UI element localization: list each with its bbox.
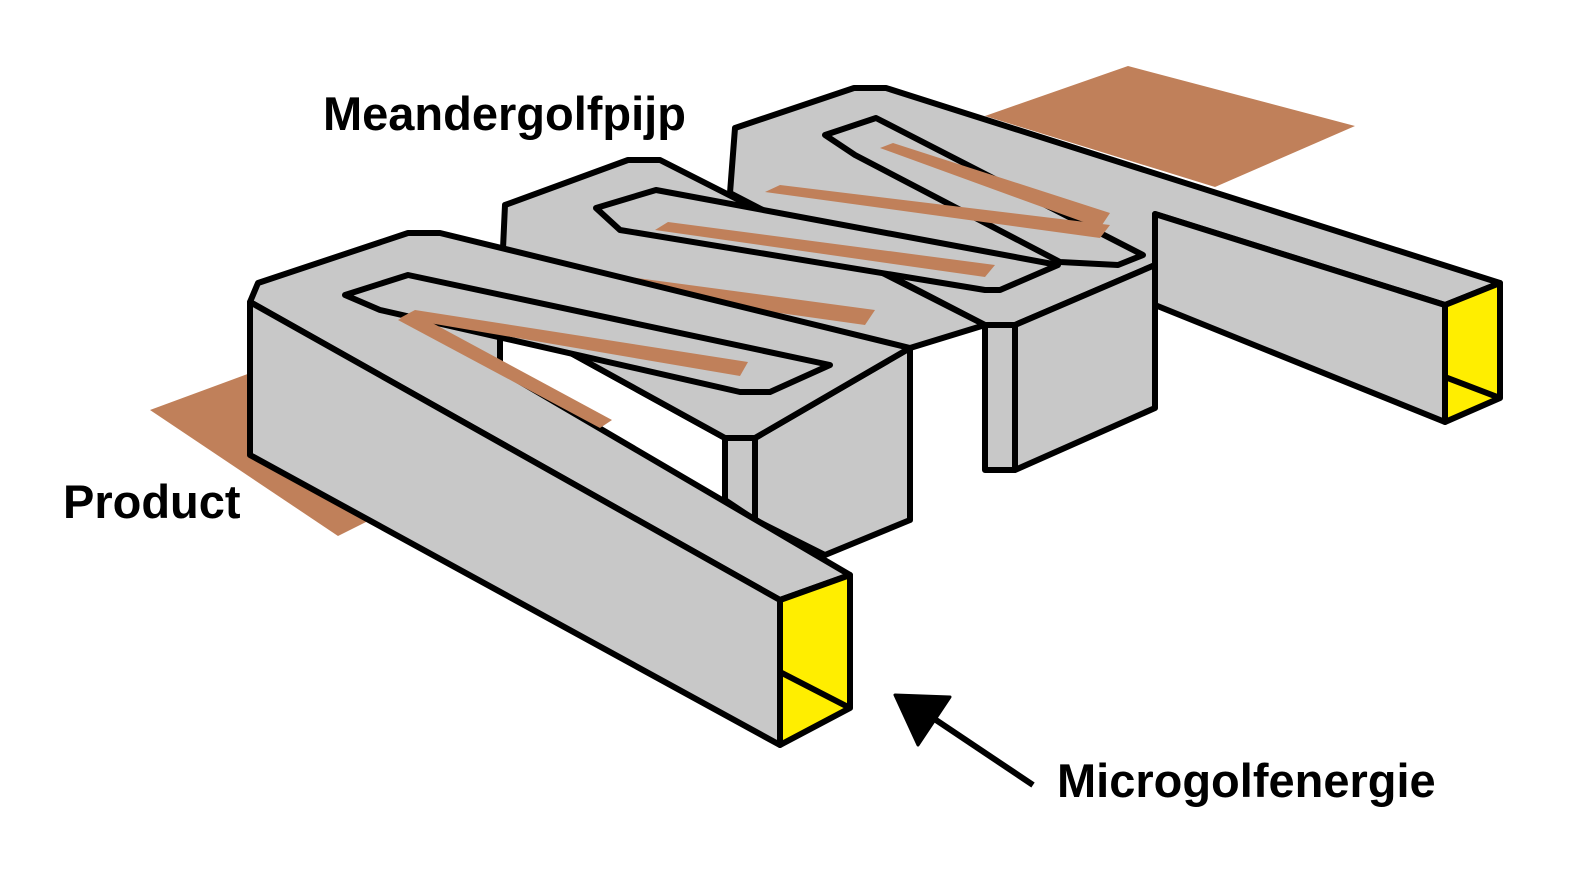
waveguide-back-port — [1442, 280, 1503, 425]
waveguide-label: Meandergolfpijp — [323, 87, 686, 140]
microwave-energy-label: Microgolfenergie — [1057, 754, 1436, 807]
product-inside-back-slot — [880, 143, 1110, 228]
waveguide-front-port — [777, 572, 853, 748]
microwave-arrow — [893, 693, 1035, 788]
microwave-arrow-head — [893, 693, 952, 747]
product-between-loops-1 — [398, 312, 612, 428]
microwave-arrow-shaft — [928, 713, 1035, 788]
product-between-loops-3 — [765, 185, 1110, 238]
product-strip-back — [985, 66, 1355, 187]
product-inside-middle-slot — [655, 222, 995, 277]
product-label: Product — [63, 475, 241, 528]
product-inside-front-slot — [400, 310, 748, 376]
waveguide-front-section — [247, 230, 913, 748]
